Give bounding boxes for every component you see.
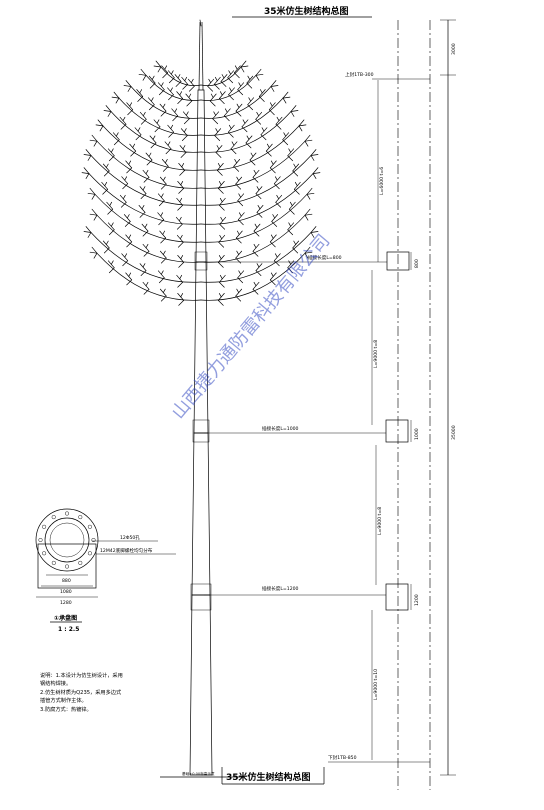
note-line: 说明：1.本设计为仿生树设计，采用 bbox=[40, 671, 123, 679]
dim-top-text: 3000 bbox=[451, 43, 457, 55]
insert2-label: 插接长度L=1000 bbox=[262, 425, 299, 432]
note-line: 钢结构焊接。 bbox=[40, 679, 71, 687]
seg2-label: L=9000 t=8 bbox=[373, 340, 379, 368]
dim-mid-text: 1080 bbox=[60, 589, 72, 595]
dim-main-text: 35000 bbox=[451, 425, 457, 440]
lower-seal-label: 下封1TB-850 bbox=[328, 754, 357, 761]
dim-outer-text: 1280 bbox=[60, 600, 72, 606]
joint2-box bbox=[385, 419, 409, 443]
company-watermark: 山西捷力通防雷科技有限公司 bbox=[168, 230, 334, 423]
base-plate-detail bbox=[35, 508, 176, 598]
dim-inner-text: 880 bbox=[62, 578, 71, 584]
joint2-dim-text: 1000 bbox=[414, 428, 420, 440]
bolt-label: 12M42底脚螺栓均匀分布 bbox=[100, 547, 153, 554]
tree-branches bbox=[81, 19, 321, 306]
seg3-label: L=9000 t=8 bbox=[377, 507, 383, 535]
detail-caption: ①承盘图 bbox=[54, 614, 77, 622]
joint3-box bbox=[385, 583, 409, 611]
note-line: 3.防腐方式：热镀锌。 bbox=[40, 705, 92, 713]
detail-scale: 1 : 2.5 bbox=[58, 626, 79, 633]
note-line: 2.仿生树材质为Q235，采用多边式 bbox=[40, 688, 122, 696]
seg4-label: L=9000 t=10 bbox=[373, 669, 379, 700]
joint3-dim-text: 1200 bbox=[414, 594, 420, 606]
design-notes: 说明：1.本设计为仿生树设计，采用 钢结构焊接。 2.仿生树材质为Q235，采用… bbox=[40, 671, 123, 713]
drawing-title-top: 35米仿生树结构总图 bbox=[264, 5, 349, 17]
note-line: 插管方式制作主体。 bbox=[40, 696, 87, 704]
hole-label: 12Φ50孔 bbox=[120, 534, 140, 541]
ground-label: 基础±0.00标高示意 bbox=[182, 771, 215, 776]
joint1-box bbox=[386, 251, 410, 271]
drawing-title-bottom: 35米仿生树结构总图 bbox=[226, 771, 311, 783]
upper-seal-label: 上封1TB-300 bbox=[345, 71, 374, 78]
joint1-dim-text: 800 bbox=[414, 259, 420, 268]
insert3-label: 插接长度L=1200 bbox=[262, 585, 299, 592]
insert1-label: 插接长度L=800 bbox=[308, 254, 342, 261]
seg1-label: L=6000 t=6 bbox=[379, 167, 385, 195]
